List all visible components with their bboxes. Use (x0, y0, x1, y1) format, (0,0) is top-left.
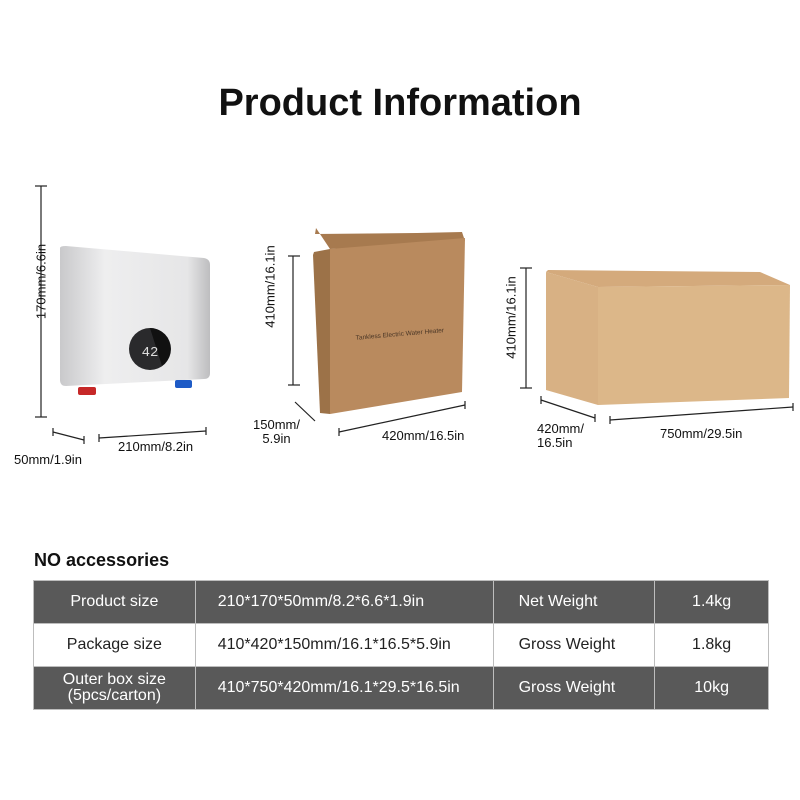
row-weight: 1.8kg (654, 623, 769, 667)
row-weight-label: Net Weight (492, 580, 656, 624)
outer-box-width-label: 750mm/29.5in (660, 426, 743, 441)
row-label: Package size (33, 623, 196, 667)
outer-depth-line2: 16.5in (537, 435, 573, 450)
accessories-note: NO accessories (34, 550, 170, 570)
row-spec: 210*170*50mm/8.2*6.6*1.9in (194, 580, 494, 624)
outer-box-image (546, 270, 790, 405)
heater-dimension-lines (35, 185, 207, 444)
page-title: Product Information (218, 82, 582, 124)
heater-height-label: 170mm/6.6in (33, 243, 49, 320)
temperature-display: 42 (142, 345, 159, 361)
row-weight: 1.4kg (654, 580, 769, 624)
product-illustrations: 42 Tankless Electric Water Heater (35, 185, 794, 444)
row-spec: 410*420*150mm/16.1*16.5*5.9in (194, 623, 494, 667)
row-weight: 10kg (654, 666, 769, 710)
outer-box-dimension-lines (520, 267, 794, 424)
package-width-label: 420mm/16.5in (382, 428, 465, 443)
water-heater-image: 42 (60, 246, 210, 395)
row-weight-label: Gross Weight (492, 666, 656, 710)
spec-table: Product size 210*170*50mm/8.2*6.6*1.9in … (33, 580, 769, 710)
table-row: Package size 410*420*150mm/16.1*16.5*5.9… (33, 623, 769, 667)
heater-depth-label: 50mm/1.9in (14, 452, 82, 467)
package-dimension-lines (288, 255, 466, 436)
row-label: Product size (33, 580, 196, 624)
package-depth-line2: 5.9in (262, 431, 291, 446)
heater-width-label: 210mm/8.2in (118, 439, 194, 454)
row-spec: 410*750*420mm/16.1*29.5*16.5in (194, 666, 494, 710)
package-depth-line1: 150mm/ (253, 417, 300, 432)
table-row: Outer box size(5pcs/carton) 410*750*420m… (33, 666, 769, 710)
outer-depth-line1: 420mm/ (537, 421, 584, 436)
row-weight-label: Gross Weight (492, 623, 656, 667)
outer-box-height-label: 410mm/16.1in (503, 276, 519, 359)
row-label-line2: (5pcs/carton) (67, 687, 162, 704)
table-row: Product size 210*170*50mm/8.2*6.6*1.9in … (33, 580, 769, 624)
package-depth-label: 150mm/5.9in (253, 418, 300, 446)
outer-box-depth-label: 420mm/16.5in (537, 422, 584, 450)
package-height-label: 410mm/16.1in (262, 245, 278, 328)
package-box-image: Tankless Electric Water Heater (313, 228, 465, 414)
row-label: Outer box size(5pcs/carton) (33, 666, 196, 710)
row-label-line1: Outer box size (62, 671, 166, 688)
